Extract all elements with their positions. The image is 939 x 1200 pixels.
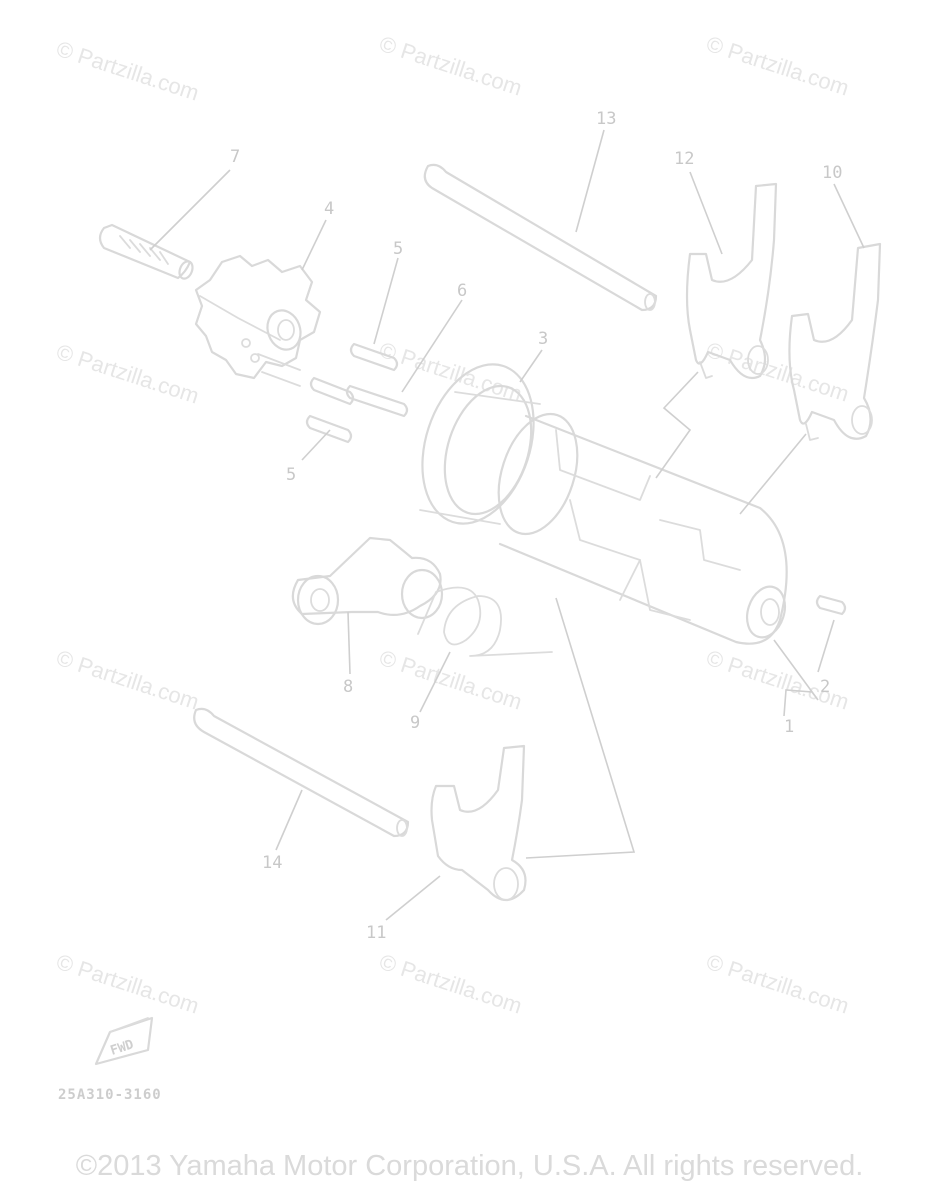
label-part-12: 12 (674, 149, 694, 169)
watermark: © Partzilla.com (376, 949, 525, 1019)
label-part-1: 1 (784, 717, 794, 737)
fwd-arrow-icon: FWD (94, 1016, 154, 1066)
label-part-5: 5 (393, 239, 403, 259)
diagram-code: 25A310-3160 (58, 1087, 162, 1103)
fwd-label: FWD (109, 1037, 136, 1059)
label-part-11: 11 (366, 923, 386, 943)
part-10-fork (788, 242, 882, 441)
copyright-notice: ©2013 Yamaha Motor Corporation, U.S.A. A… (75, 1150, 864, 1182)
watermark: © Partzilla.com (376, 645, 525, 715)
watermark: © Partzilla.com (703, 949, 852, 1019)
watermark: © Partzilla.com (53, 339, 202, 409)
part-13-shaft (423, 163, 658, 312)
label-part-5: 5 (286, 465, 296, 485)
part-7-bolt (98, 223, 194, 280)
part-9-spring (417, 586, 553, 657)
label-part-2: 2 (820, 677, 830, 697)
watermarks: © Partzilla.com © Partzilla.com © Partzi… (53, 31, 852, 1019)
label-part-13: 13 (596, 109, 616, 129)
label-part-8: 8 (343, 677, 353, 697)
part-14-shaft (193, 707, 410, 838)
watermark: © Partzilla.com (53, 36, 202, 106)
part-5-pins (257, 342, 399, 444)
part-11-fork (430, 744, 527, 902)
part-3-bearing (419, 363, 541, 525)
label-part-9: 9 (410, 713, 420, 733)
part-8-lever (291, 536, 444, 626)
label-part-7: 7 (230, 147, 240, 167)
watermark: © Partzilla.com (703, 31, 852, 101)
leader-lines (149, 129, 865, 921)
part-6-pin (345, 384, 409, 418)
label-part-6: 6 (457, 281, 467, 301)
part-12-fork (685, 182, 778, 380)
label-part-10: 10 (822, 163, 842, 183)
label-part-3: 3 (538, 329, 548, 349)
part-number-labels: 7 4 5 6 5 3 13 12 10 8 9 2 1 14 11 (230, 109, 842, 943)
part-1-shift-drum (497, 412, 788, 645)
part-4-segment (194, 254, 322, 380)
watermark: © Partzilla.com (703, 337, 852, 407)
watermark: © Partzilla.com (376, 31, 525, 101)
watermark: © Partzilla.com (53, 949, 202, 1019)
part-2-pin (815, 594, 847, 616)
label-part-4: 4 (324, 199, 334, 219)
label-part-14: 14 (262, 853, 282, 873)
watermark: © Partzilla.com (376, 337, 525, 407)
watermark: © Partzilla.com (53, 645, 202, 715)
